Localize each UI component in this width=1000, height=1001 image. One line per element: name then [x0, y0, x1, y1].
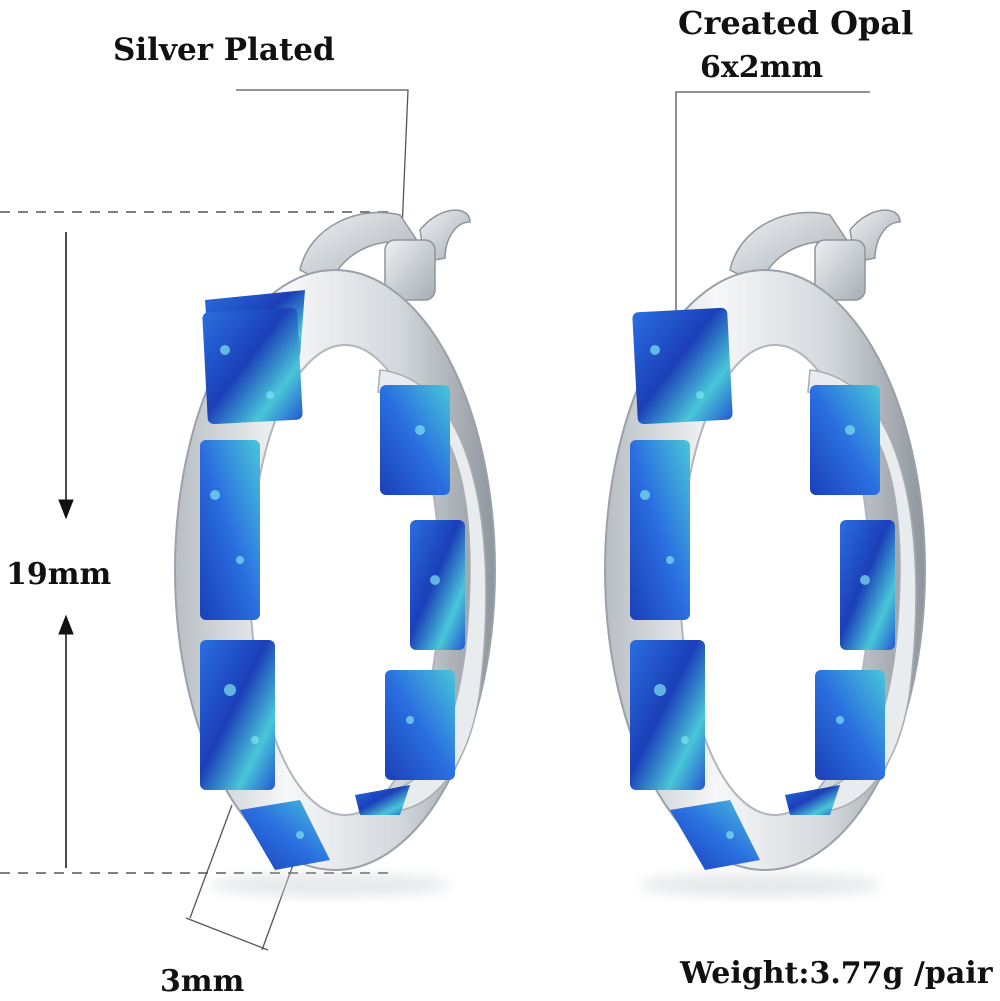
dimension-guides [0, 89, 870, 951]
dimension-arrow [58, 232, 74, 868]
weight-label: Weight:3.77g /pair [680, 956, 993, 991]
width-dimension-label: 3mm [160, 964, 245, 999]
stone-size-label: 6x2mm [700, 50, 824, 85]
height-dimension-label: 19mm [6, 557, 112, 592]
earring-left [174, 209, 496, 897]
material-label: Silver Plated [113, 32, 335, 68]
earring-right [604, 209, 926, 897]
stone-label: Created Opal [678, 4, 914, 42]
